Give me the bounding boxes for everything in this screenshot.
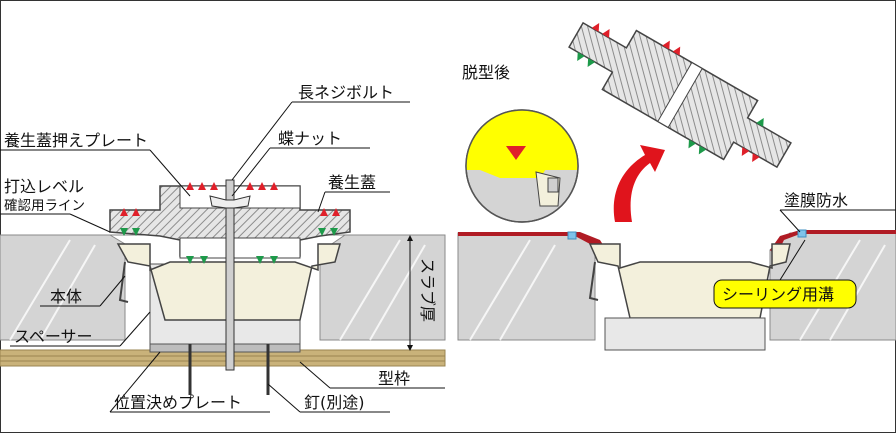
label-nail: 釘(別途) bbox=[304, 393, 365, 412]
label-positioning-plate: 位置決めプレート bbox=[114, 393, 242, 412]
label-level-line-2: 確認用ライン bbox=[4, 198, 85, 214]
long-bolt bbox=[225, 179, 235, 371]
waterproofing-right bbox=[770, 230, 896, 256]
cover-inner bbox=[179, 237, 301, 259]
label-body: 本体 bbox=[50, 287, 82, 306]
label-after-demolding: 脱型後 bbox=[462, 63, 510, 82]
label-membrane-waterproofing: 塗膜防水 bbox=[784, 191, 848, 210]
red-marker-detail bbox=[506, 146, 526, 160]
sealant-left bbox=[567, 231, 577, 240]
label-sealing-groove: シーリング用溝 bbox=[722, 285, 834, 304]
left-panel bbox=[0, 101, 446, 413]
red-markers-left bbox=[120, 182, 340, 216]
label-spacer: スペーサー bbox=[14, 327, 93, 346]
label-formwork: 型枠 bbox=[378, 369, 410, 388]
detail-magnifier bbox=[465, 109, 579, 223]
drain-body-hook bbox=[118, 261, 129, 303]
label-cover-plate: 養生蓋押えプレート bbox=[4, 131, 148, 150]
label-level-line-1: 打込レベル bbox=[4, 177, 84, 196]
label-cover: 養生蓋 bbox=[328, 173, 376, 192]
sealant-right bbox=[797, 229, 807, 238]
label-long-bolt: 長ネジボルト bbox=[298, 83, 394, 102]
wing-nut bbox=[209, 195, 251, 209]
demolded-cover bbox=[568, 21, 792, 169]
curved-arrow-icon bbox=[613, 145, 665, 222]
sealing-groove-callout: シーリング用溝 bbox=[713, 279, 857, 309]
spacer-installed bbox=[604, 317, 766, 351]
green-markers-left bbox=[120, 228, 338, 264]
positioning-plate bbox=[149, 343, 301, 353]
label-slab-thickness: スラブ厚 bbox=[418, 258, 437, 322]
waterproofing-left bbox=[458, 232, 610, 258]
label-wing-nut: 蝶ナット bbox=[278, 129, 342, 148]
